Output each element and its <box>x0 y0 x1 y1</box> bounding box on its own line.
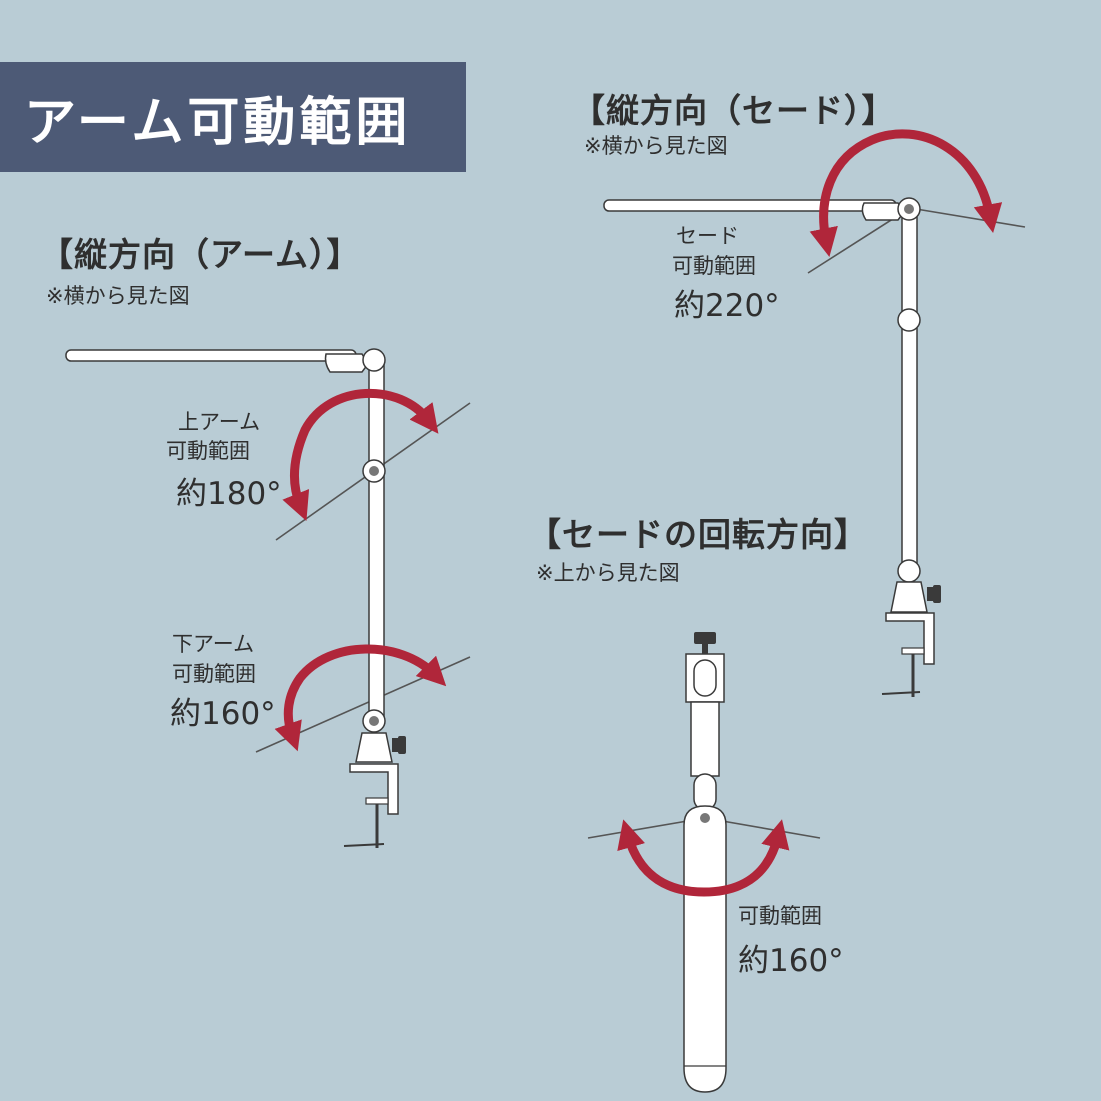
lamp-shade <box>65 349 357 362</box>
clamp-handle <box>881 691 921 695</box>
arm <box>690 701 720 777</box>
middle-joint-pin <box>369 466 379 476</box>
lower-arm-label: 下アーム <box>172 632 255 656</box>
clamp-icon <box>349 763 399 815</box>
lower-arm-range-label: 可動範囲 <box>172 662 256 686</box>
lamp-shade-top <box>683 805 727 1093</box>
rotation-range-arrow-icon <box>617 819 790 897</box>
middle-joint <box>897 308 921 332</box>
top-joint-pin <box>904 204 914 214</box>
knob <box>927 587 933 601</box>
shade-range-label: 可動範囲 <box>672 254 756 278</box>
rotation-heading: 【セードの回転方向】 <box>528 515 868 554</box>
knob-grip <box>398 736 406 754</box>
top-view-lamp <box>587 632 821 1093</box>
knob <box>392 738 398 752</box>
clamp-pad <box>365 797 389 805</box>
upper-arm-range-label: 可動範囲 <box>166 439 250 463</box>
clamp-handle <box>343 843 385 847</box>
shade-hinge <box>324 353 369 373</box>
rotation-range-label: 可動範囲 <box>738 904 822 928</box>
shade-label: セード <box>676 224 739 248</box>
clamp-icon <box>885 612 935 665</box>
shade-pivot <box>700 813 710 823</box>
upper-arm <box>901 211 918 315</box>
base-joint-pin <box>369 716 379 726</box>
lower-arm <box>901 327 918 565</box>
lower-arm-angle: 約160° <box>170 696 276 732</box>
title-banner: アーム可動範囲 <box>0 62 466 172</box>
knob <box>694 632 716 644</box>
shade-heading: 【縦方向（セード）】 <box>572 91 896 130</box>
rotation-note: ※上から見た図 <box>536 561 680 585</box>
middle-joint <box>693 773 717 811</box>
lamp-shade <box>603 199 897 212</box>
arm-heading: 【縦方向（アーム）】 <box>40 235 361 274</box>
upper-arm <box>368 361 385 469</box>
knob-stem <box>702 644 708 654</box>
lower-arm <box>368 474 385 721</box>
base-joint <box>897 559 921 583</box>
lamp-base <box>355 732 393 763</box>
top-joint <box>362 348 386 372</box>
upper-arm-angle: 約180° <box>176 476 282 512</box>
clamp-pad <box>901 647 925 655</box>
shade-note: ※横から見た図 <box>584 134 728 158</box>
shade-range-arrow-icon <box>809 129 1003 257</box>
lamp-base <box>890 581 928 613</box>
rotation-angle: 約160° <box>738 943 844 979</box>
knob-grip <box>933 585 941 603</box>
upper-arm-label: 上アーム <box>178 410 261 434</box>
arm-note: ※横から見た図 <box>46 284 190 308</box>
base-joint <box>693 659 717 697</box>
upper-arm-range-arrow-icon <box>282 389 439 522</box>
shade-reference-line-upper <box>909 207 1026 228</box>
shade-side-lamp <box>603 129 1026 697</box>
lower-arm-range-arrow-icon <box>274 644 447 752</box>
arm-side-lamp <box>65 348 471 848</box>
shade-angle: 約220° <box>674 288 780 324</box>
page-title: アーム可動範囲 <box>24 92 412 153</box>
